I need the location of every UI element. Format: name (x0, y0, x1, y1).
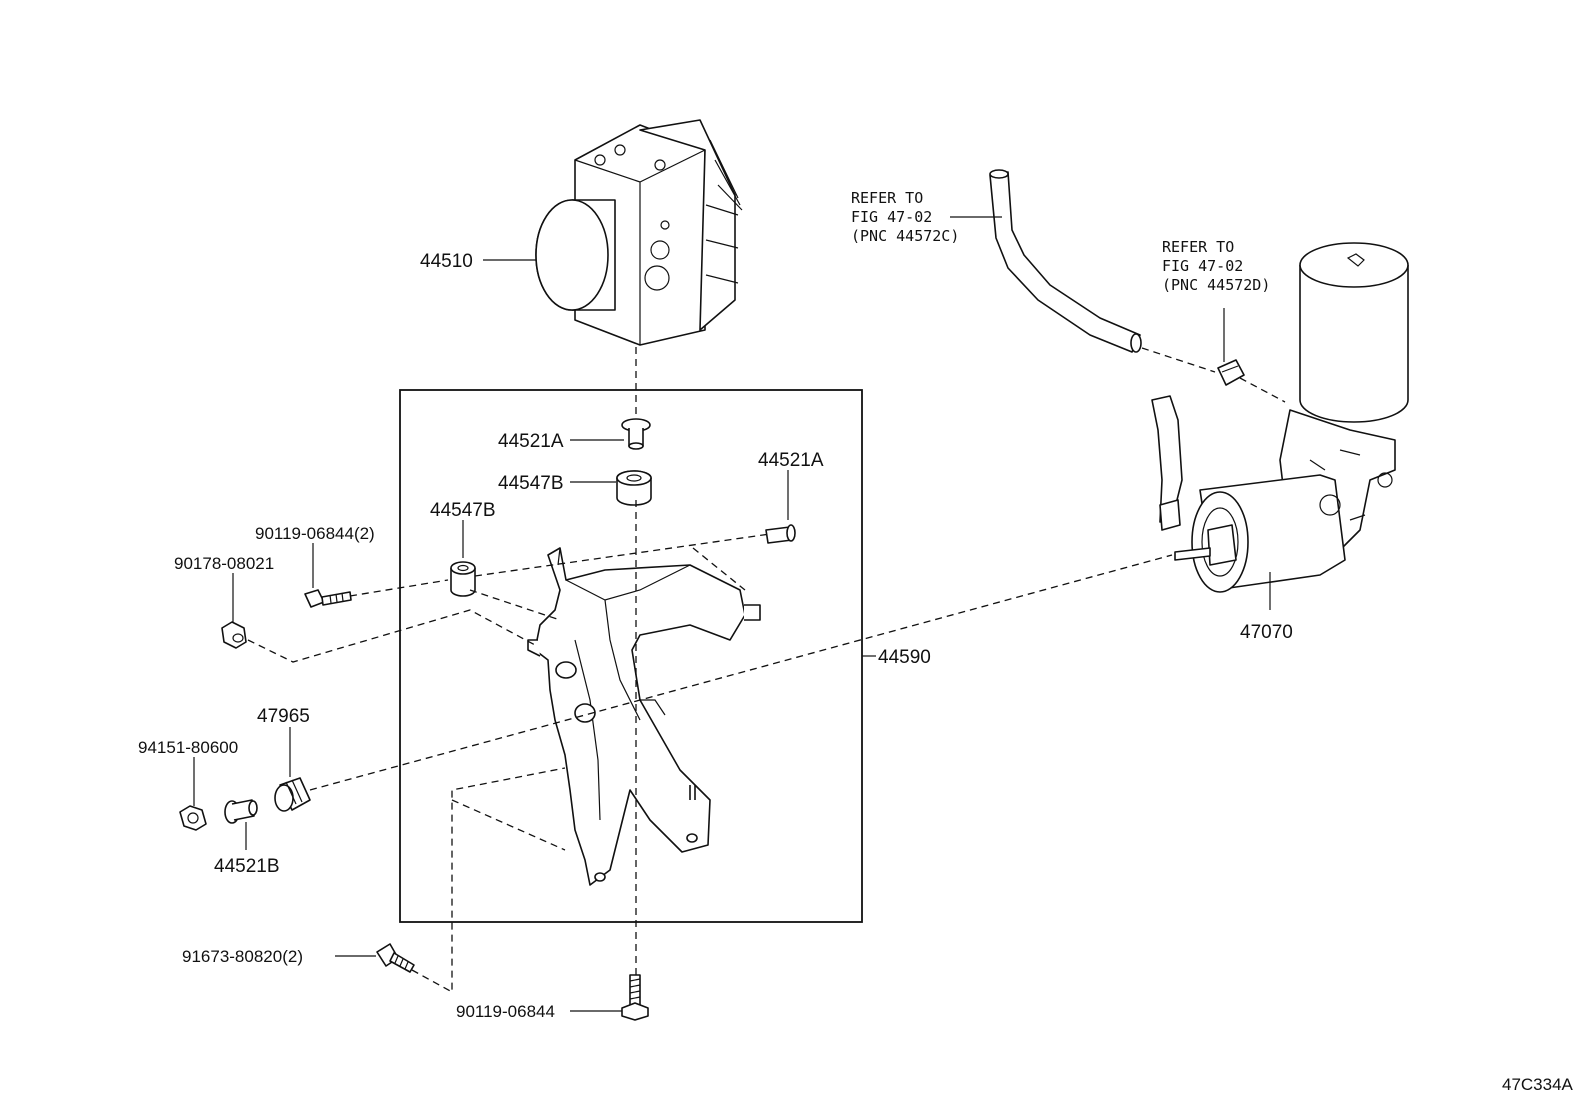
collar-right-drawing (765, 524, 796, 544)
label-44547b-top: 44547B (498, 473, 564, 494)
label-44590: 44590 (878, 647, 931, 668)
refer-right-line2: FIG 47-02 (1162, 257, 1243, 275)
label-44521b: 44521B (214, 856, 280, 877)
cushion-left-drawing (450, 561, 476, 597)
collar-lower-drawing (224, 799, 258, 824)
cushion-top-drawing (616, 470, 652, 506)
label-94151: 94151-80600 (138, 738, 238, 757)
hose-drawing (989, 169, 1142, 353)
bolt-pair-drawing (304, 589, 352, 608)
clip-dash (1239, 377, 1286, 403)
label-44521a-top: 44521A (498, 431, 564, 452)
nut-lower-drawing (179, 805, 207, 831)
refer-left-line1: REFER TO (851, 189, 923, 207)
label-90178: 90178-08021 (174, 554, 274, 573)
label-44510: 44510 (420, 251, 473, 272)
refer-right-line1: REFER TO (1162, 238, 1234, 256)
collar-top-drawing (621, 418, 651, 450)
refer-left-line3: (PNC 44572C) (851, 227, 959, 245)
cushion-lower-drawing (274, 777, 311, 812)
bracket-body-drawing (527, 547, 761, 886)
nut-small-drawing (221, 621, 247, 649)
label-44521a-right: 44521A (758, 450, 824, 471)
assembly-lines (247, 500, 1173, 994)
label-90119-bottom: 90119-06844 (456, 1002, 555, 1021)
label-44547b-left: 44547B (430, 500, 496, 521)
clip-drawing (1217, 359, 1245, 386)
bolt-bottom-drawing (621, 974, 649, 1021)
bolt-bottom-left-drawing (376, 943, 415, 973)
label-47965: 47965 (257, 706, 310, 727)
refer-right-line3: (PNC 44572D) (1162, 276, 1270, 294)
label-47070: 47070 (1240, 622, 1293, 643)
label-90119-pair: 90119-06844(2) (255, 524, 375, 543)
figure-code: 47C334A (1502, 1075, 1574, 1094)
pump-motor-drawing (1151, 242, 1409, 593)
hose-dash (1141, 347, 1216, 373)
abs-actuator-drawing (535, 119, 743, 420)
label-91673: 91673-80820(2) (182, 947, 303, 966)
refer-left-line2: FIG 47-02 (851, 208, 932, 226)
